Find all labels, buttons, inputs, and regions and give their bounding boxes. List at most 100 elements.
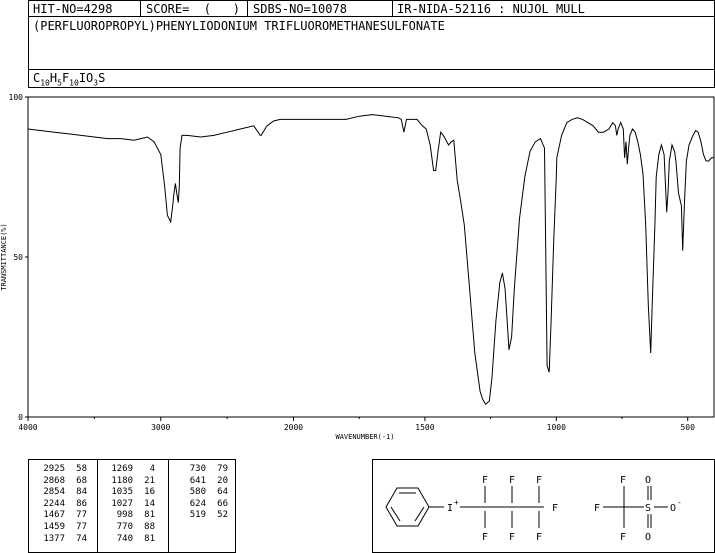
header-divider: [247, 0, 248, 17]
x-tick-label: 1000: [547, 423, 566, 432]
fluorine-label: F: [552, 503, 558, 514]
oxygen-label: O: [670, 503, 676, 514]
peak-wavenumber: 1180: [111, 475, 133, 486]
peak-row: 641 20: [178, 476, 228, 488]
peak-wavenumber: 1269: [111, 464, 133, 474]
fluorine-label: F: [620, 532, 626, 543]
peak-wavenumber: 1027: [111, 498, 133, 509]
formula-row-line: [28, 69, 715, 70]
peak-transmittance: 84: [76, 487, 87, 498]
fluorine-label: F: [509, 475, 515, 486]
peak-transmittance: 77: [76, 510, 87, 521]
peak-transmittance: 86: [76, 498, 87, 509]
compound-name: (PERFLUOROPROPYL)PHENYLIODONIUM TRIFLUOR…: [33, 19, 445, 33]
y-tick-label: 100: [9, 93, 24, 102]
peak-row: 624 66: [178, 499, 228, 511]
peak-wavenumber: 624: [189, 498, 206, 509]
peak-row: 1377 74: [37, 534, 87, 546]
peak-wavenumber: 770: [116, 521, 133, 532]
peak-wavenumber: 2244: [43, 498, 65, 509]
score: SCORE= ( ): [146, 2, 240, 16]
peak-transmittance: 66: [217, 498, 228, 509]
charge-minus: -: [677, 498, 682, 507]
charge-plus: +: [454, 498, 459, 507]
peak-row: 730 79: [178, 464, 228, 476]
peak-wavenumber: 641: [189, 475, 206, 486]
plot-frame: [27, 96, 715, 418]
peak-wavenumber: 1377: [43, 533, 65, 544]
oxygen-label: O: [645, 475, 651, 486]
peak-wavenumber: 2868: [43, 475, 65, 486]
x-tick-label: 2000: [284, 423, 303, 432]
peak-wavenumber: 1459: [43, 521, 65, 532]
peak-wavenumber: 1035: [111, 487, 133, 498]
peak-transmittance: 20: [217, 475, 228, 486]
peak-wavenumber: 2925: [43, 464, 65, 474]
peak-transmittance: 14: [144, 498, 155, 509]
ring-double-bond: [414, 506, 425, 522]
ir-code: IR-NIDA-52116 : NUJOL MULL: [397, 2, 585, 16]
iodine-label: I: [447, 503, 453, 514]
x-axis-label: WAVENUMBER(-1): [335, 433, 394, 441]
peak-row: 2925 58: [37, 464, 87, 476]
fluorine-label: F: [620, 475, 626, 486]
peak-transmittance: 64: [217, 487, 228, 498]
fluorine-label: F: [482, 532, 488, 543]
peak-wavenumber: 730: [189, 464, 206, 474]
x-tick-label: 4000: [18, 423, 37, 432]
peak-transmittance: 81: [144, 510, 155, 521]
x-tick-label: 3000: [151, 423, 170, 432]
peak-table-divider: [168, 459, 169, 553]
y-tick-label: 0: [18, 413, 23, 422]
ring-double-bond: [390, 506, 401, 522]
fluorine-label: F: [536, 475, 542, 486]
spectrum-line: [27, 114, 714, 405]
oxygen-label: O: [645, 532, 651, 543]
peak-row: 1027 14: [105, 499, 155, 511]
peak-row: 519 52: [178, 510, 228, 522]
molecular-formula: C10H5F10IO3S: [33, 71, 106, 88]
peak-row: 1269 4: [105, 464, 155, 476]
header-divider: [140, 0, 141, 17]
hit-number: HIT-NO=4298: [33, 2, 113, 16]
sulfur-label: S: [645, 503, 651, 514]
y-tick-label: 50: [13, 253, 23, 262]
peak-row: 2244 86: [37, 499, 87, 511]
benzene-ring: [385, 487, 430, 527]
peak-transmittance: 79: [217, 464, 228, 474]
fluorine-label: F: [509, 532, 515, 543]
peak-wavenumber: 580: [189, 487, 206, 498]
peak-transmittance: 88: [144, 521, 155, 532]
peak-row: 580 64: [178, 487, 228, 499]
y-axis: 0 50 100: [9, 93, 28, 422]
peak-transmittance: 21: [144, 475, 155, 486]
peak-column-3: 730 79 641 20 580 64 624 66 519 52: [178, 464, 228, 522]
peak-wavenumber: 740: [116, 533, 133, 544]
peak-row: 1180 21: [105, 476, 155, 488]
peak-transmittance: 58: [76, 464, 87, 474]
peak-wavenumber: 519: [189, 510, 206, 521]
peak-transmittance: 4: [149, 464, 155, 474]
peak-row: 1035 16: [105, 487, 155, 499]
peak-table-divider: [97, 459, 98, 553]
peak-transmittance: 16: [144, 487, 155, 498]
x-tick-label: 1500: [415, 423, 434, 432]
peak-row: 740 81: [105, 534, 155, 546]
peak-transmittance: 52: [217, 510, 228, 521]
fluorine-label: F: [482, 475, 488, 486]
peak-transmittance: 81: [144, 533, 155, 544]
header-divider: [392, 0, 393, 17]
fluorine-label: F: [536, 532, 542, 543]
y-axis-label: TRANSMITTANCE(%): [0, 223, 8, 290]
peak-transmittance: 74: [76, 533, 87, 544]
header-row-line: [28, 16, 715, 17]
